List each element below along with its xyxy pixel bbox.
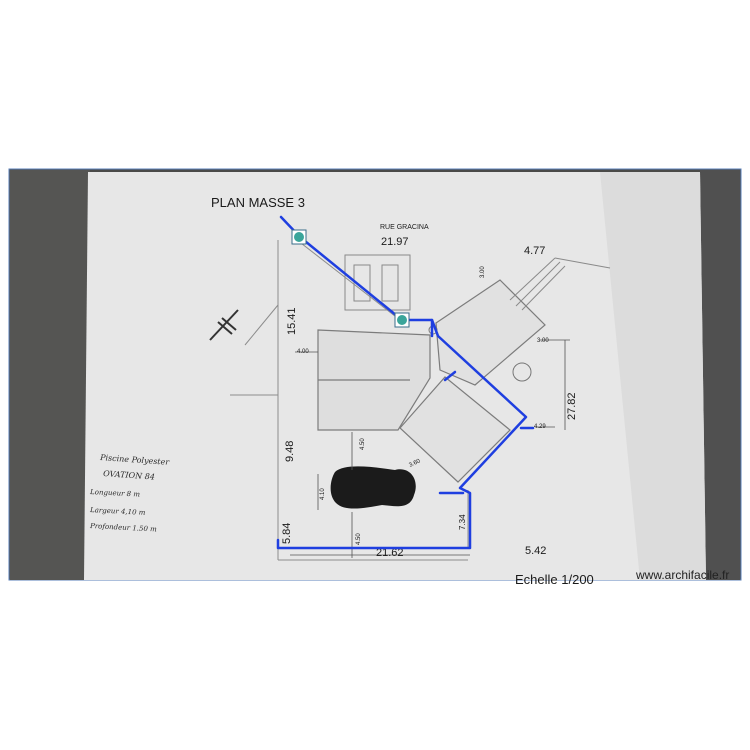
north-arrow-icon <box>209 309 239 341</box>
dim-left-upper: 15.41 <box>286 307 298 335</box>
plan-title: PLAN MASSE 3 <box>211 195 305 210</box>
street-name: RUE GRACINA <box>380 224 429 231</box>
dim-right-total: 27.82 <box>566 392 578 420</box>
dim-left-middle: 9.48 <box>284 441 296 462</box>
dim-left-lower: 5.84 <box>281 523 293 544</box>
scale-label: Echelle 1/200 <box>515 572 594 587</box>
dim-top-small: 3.00 <box>480 266 486 278</box>
watermark: www.archifacile.fr <box>636 568 730 582</box>
dimension-lines <box>290 339 570 558</box>
note-line-5: Profondeur 1.50 m <box>89 522 157 534</box>
dim-building-offset: 4.00 <box>297 349 309 355</box>
handle-marker-1[interactable] <box>291 229 307 245</box>
handle-icon <box>397 315 407 325</box>
dim-angle-offset: 3.60 <box>408 458 422 469</box>
round-feature <box>512 362 532 382</box>
note-line-3: Longueur 8 m <box>89 488 141 499</box>
overlay-tick-2[interactable] <box>443 370 457 382</box>
dim-pool-to-house: 4.50 <box>360 438 366 450</box>
dim-right-upper: 3.00 <box>537 338 549 344</box>
pool-shape <box>330 466 416 509</box>
dim-street-frontage: 21.97 <box>381 236 409 248</box>
handle-icon <box>294 232 304 242</box>
parking <box>344 254 411 311</box>
dim-bottom: 21.62 <box>376 547 404 559</box>
entrance-ramp <box>509 257 611 311</box>
handle-marker-2[interactable] <box>394 312 410 328</box>
desk-right <box>700 170 740 580</box>
dim-right-bottom: 7.34 <box>458 514 467 530</box>
dim-bottom-right: 5.42 <box>525 545 546 557</box>
dim-pool-to-bottom: 4.50 <box>356 533 362 545</box>
printed-boundary <box>230 239 469 561</box>
desk-left <box>10 170 90 580</box>
dim-top-right: 4.77 <box>524 245 545 257</box>
dim-pool-width: 4.10 <box>320 488 326 500</box>
overlay-house-edge[interactable] <box>276 318 528 550</box>
note-line-4: Largeur 4,10 m <box>89 506 146 517</box>
house-outline <box>317 329 431 431</box>
note-line-2: OVATION 84 <box>103 469 155 482</box>
dim-right-lower: 4.29 <box>534 424 546 430</box>
paper-shadow <box>600 172 706 580</box>
